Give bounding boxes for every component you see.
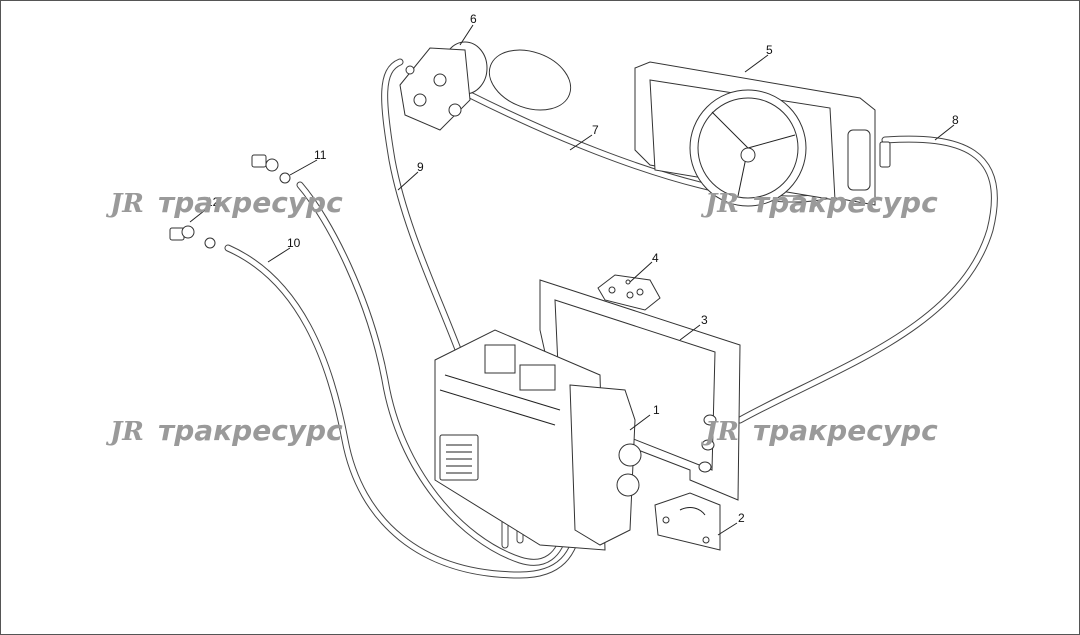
heater-unit xyxy=(434,329,642,551)
watermark-text: тракресурс xyxy=(753,414,938,447)
callout-8: 8 xyxy=(952,113,959,127)
fittings xyxy=(169,154,291,249)
callout-5: 5 xyxy=(766,43,773,57)
watermark-logo: JR xyxy=(700,417,739,447)
watermark-text: тракресурс xyxy=(158,186,343,219)
callout-12: 12 xyxy=(206,195,220,209)
callout-11: 11 xyxy=(314,148,327,162)
watermark-logo: JR xyxy=(105,417,144,447)
watermark-logo: JR xyxy=(700,189,739,219)
callout-6: 6 xyxy=(470,12,477,26)
mounting-plate xyxy=(539,279,741,501)
bracket xyxy=(654,492,721,551)
watermark-2: JR тракресурс xyxy=(700,186,938,219)
callout-7: 7 xyxy=(592,123,599,137)
leader-lines xyxy=(189,24,955,536)
callout-1: 1 xyxy=(653,403,660,417)
compressor xyxy=(399,41,572,131)
control-panel xyxy=(597,274,661,311)
callout-9: 9 xyxy=(417,160,424,174)
callout-4: 4 xyxy=(652,251,659,265)
watermark-text: тракресурс xyxy=(158,414,343,447)
watermark-text: тракресурс xyxy=(753,186,938,219)
callout-labels: 1 2 3 4 5 6 7 8 9 10 11 12 xyxy=(206,12,959,525)
condenser xyxy=(634,61,891,207)
callout-3: 3 xyxy=(701,313,708,327)
watermark-1: JR тракресурс xyxy=(105,186,343,219)
watermark-3: JR тракресурс xyxy=(105,414,343,447)
callout-10: 10 xyxy=(287,236,301,250)
watermark-4: JR тракресурс xyxy=(700,414,938,447)
watermark-logo: JR xyxy=(105,189,144,219)
callout-2: 2 xyxy=(738,511,745,525)
